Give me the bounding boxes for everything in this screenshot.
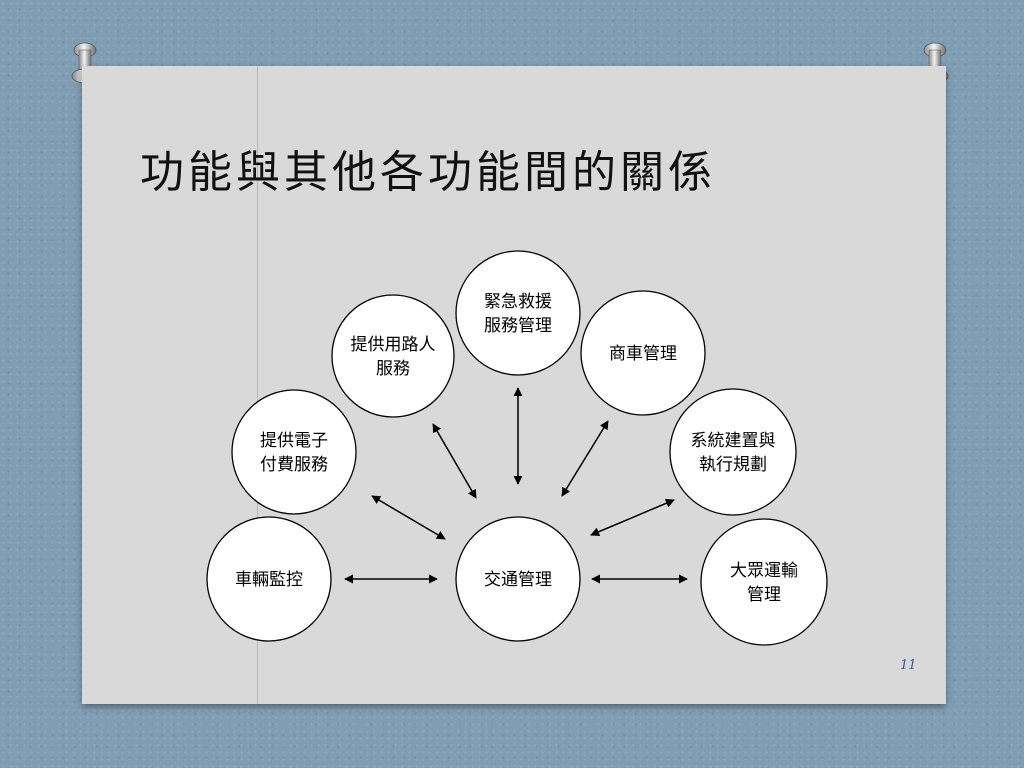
node-circle-vehicle bbox=[206, 516, 332, 642]
node-commercial: 商車管理 bbox=[580, 290, 706, 416]
node-vehicle: 車輛監控 bbox=[206, 516, 332, 642]
node-circle-commercial bbox=[580, 290, 706, 416]
node-circle-pedestrian bbox=[331, 294, 455, 418]
node-label-planning-1: 執行規劃 bbox=[699, 455, 767, 475]
node-label-rescue-1: 服務管理 bbox=[484, 316, 552, 336]
links-layer bbox=[344, 387, 688, 584]
function-relationship-diagram: 交通管理緊急救援服務管理提供用路人服務商車管理提供電子付費服務系統建置與執行規劃… bbox=[206, 250, 828, 646]
node-circle-planning bbox=[669, 388, 797, 516]
node-label-payment-1: 付費服務 bbox=[260, 455, 328, 475]
link-traffic-pedestrian bbox=[432, 423, 477, 499]
node-label-pedestrian-0: 提供用路人 bbox=[351, 335, 436, 355]
node-circle-rescue bbox=[455, 250, 581, 376]
node-label-planning-0: 系統建置與 bbox=[691, 431, 776, 451]
node-label-vehicle-0: 車輛監控 bbox=[235, 570, 303, 590]
node-label-transit-0: 大眾運輸 bbox=[730, 561, 798, 581]
node-circle-payment bbox=[231, 389, 357, 515]
slide: 功能與其他各功能間的關係 交通管理緊急救援服務管理提供用路人服務商車管理提供電子… bbox=[82, 66, 946, 704]
node-circle-traffic bbox=[455, 516, 581, 642]
node-label-payment-0: 提供電子 bbox=[260, 431, 328, 451]
slide-title: 功能與其他各功能間的關係 bbox=[140, 147, 716, 198]
link-traffic-payment bbox=[371, 495, 446, 540]
node-label-pedestrian-1: 服務 bbox=[376, 359, 410, 379]
link-traffic-planning bbox=[590, 499, 675, 536]
node-traffic: 交通管理 bbox=[455, 516, 581, 642]
page-number: 11 bbox=[900, 658, 917, 673]
node-circle-transit bbox=[700, 518, 828, 646]
node-label-traffic-0: 交通管理 bbox=[484, 570, 552, 590]
node-label-transit-1: 管理 bbox=[747, 585, 781, 605]
margin-line bbox=[257, 66, 258, 704]
nodes-layer: 交通管理緊急救援服務管理提供用路人服務商車管理提供電子付費服務系統建置與執行規劃… bbox=[206, 250, 828, 646]
link-traffic-commercial bbox=[561, 420, 609, 497]
node-label-commercial-0: 商車管理 bbox=[609, 344, 677, 364]
node-label-rescue-0: 緊急救援 bbox=[484, 292, 552, 312]
